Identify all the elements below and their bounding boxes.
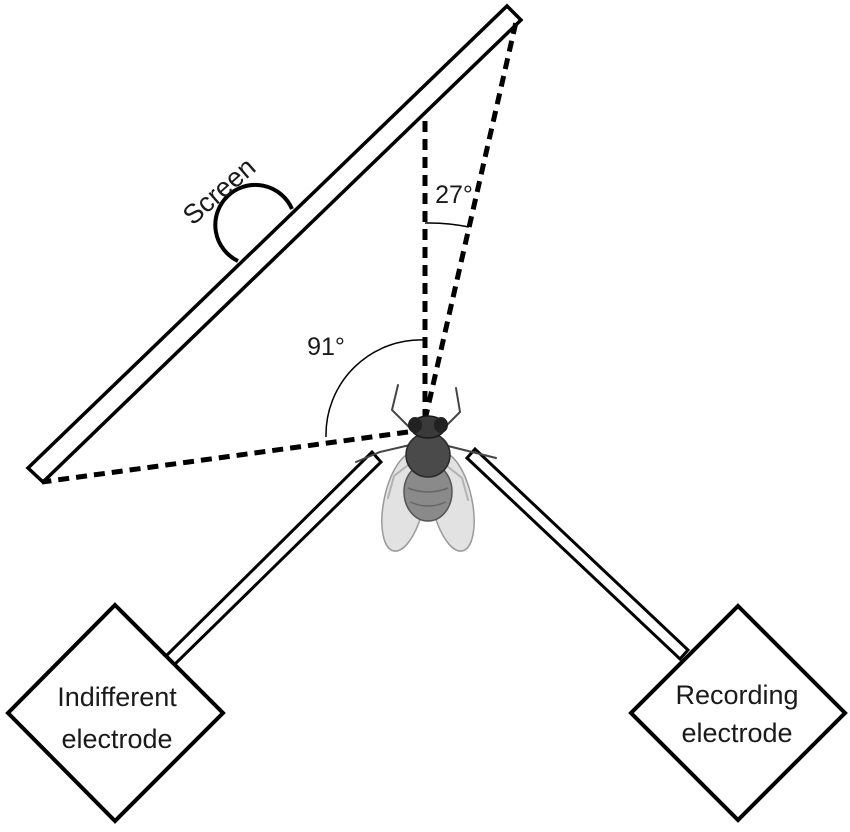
- recording-electrode-label-line1: Recording: [675, 680, 798, 710]
- screen: [25, 3, 524, 485]
- indifferent-electrode-label-line2: electrode: [61, 724, 172, 754]
- recording-electrode-wire: [464, 446, 691, 662]
- angle-label-27: 27°: [435, 181, 473, 209]
- indifferent-electrode-box: [5, 602, 226, 824]
- indifferent-electrode-wire: [161, 449, 384, 670]
- angle-arc-91: [325, 339, 426, 438]
- recording-electrode-box: [628, 603, 848, 823]
- indifferent-electrode-label-line1: Indifferent: [57, 682, 177, 712]
- angle-label-91: 91°: [307, 333, 345, 361]
- angle-arc-27: [424, 222, 470, 228]
- recording-electrode-label-line2: electrode: [681, 718, 792, 748]
- dashed-line-to-screen-top: [422, 21, 519, 421]
- fly-icon: [355, 384, 497, 552]
- dashed-line-to-screen-bottom: [41, 429, 409, 485]
- sight-lines: [41, 21, 519, 485]
